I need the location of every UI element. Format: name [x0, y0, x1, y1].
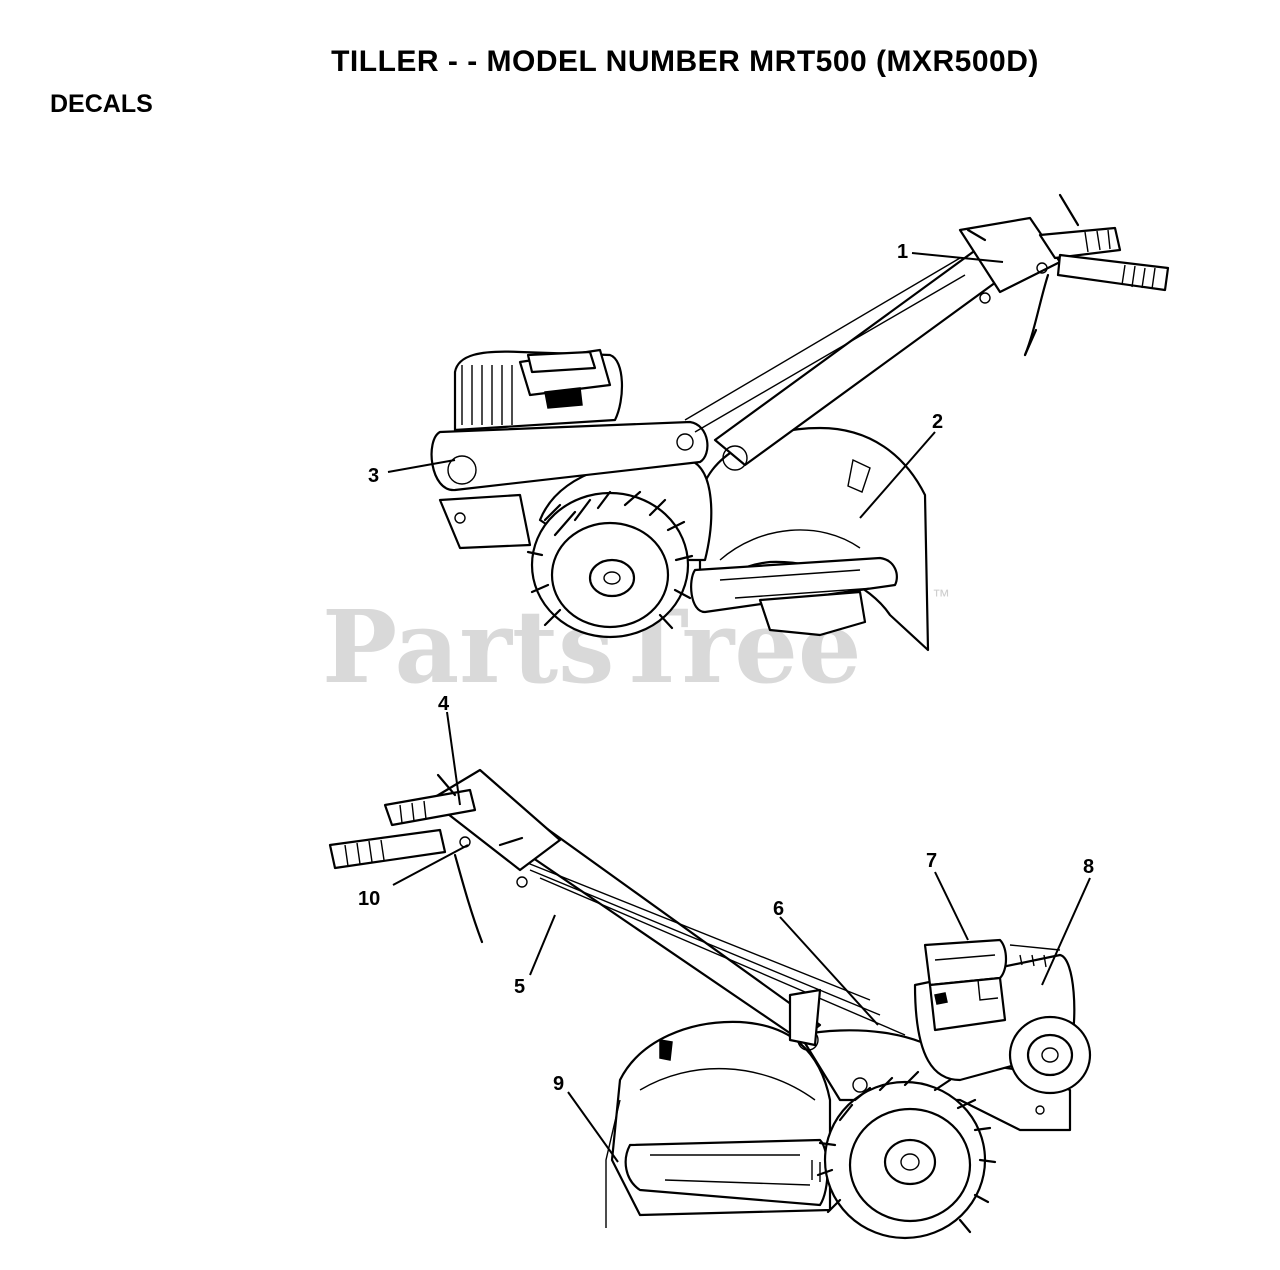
callout-5: 5 — [514, 976, 525, 998]
leader-lines — [387, 252, 1091, 1163]
tiller-top-view — [430, 193, 1170, 652]
callout-8: 8 — [1083, 856, 1094, 878]
recoil-pulley — [1008, 1015, 1092, 1095]
callout-4: 4 — [438, 693, 450, 715]
page-title: TILLER - - MODEL NUMBER MRT500 (MXR500D) — [331, 45, 1039, 78]
wheel-top — [526, 490, 694, 639]
callout-10: 10 — [358, 888, 380, 910]
tiller-bottom-view — [328, 768, 1092, 1240]
callout-2: 2 — [932, 411, 943, 433]
callout-7: 7 — [926, 850, 937, 872]
wheel-bottom — [816, 1070, 997, 1240]
callout-9: 9 — [553, 1073, 564, 1095]
section-heading: DECALS — [50, 90, 153, 118]
watermark-trademark: ™ — [932, 586, 950, 606]
callout-labels: 1 2 3 4 5 6 7 8 9 10 — [358, 241, 1094, 1095]
callout-6: 6 — [773, 898, 784, 920]
callout-1: 1 — [897, 241, 908, 263]
callout-3: 3 — [368, 465, 379, 487]
